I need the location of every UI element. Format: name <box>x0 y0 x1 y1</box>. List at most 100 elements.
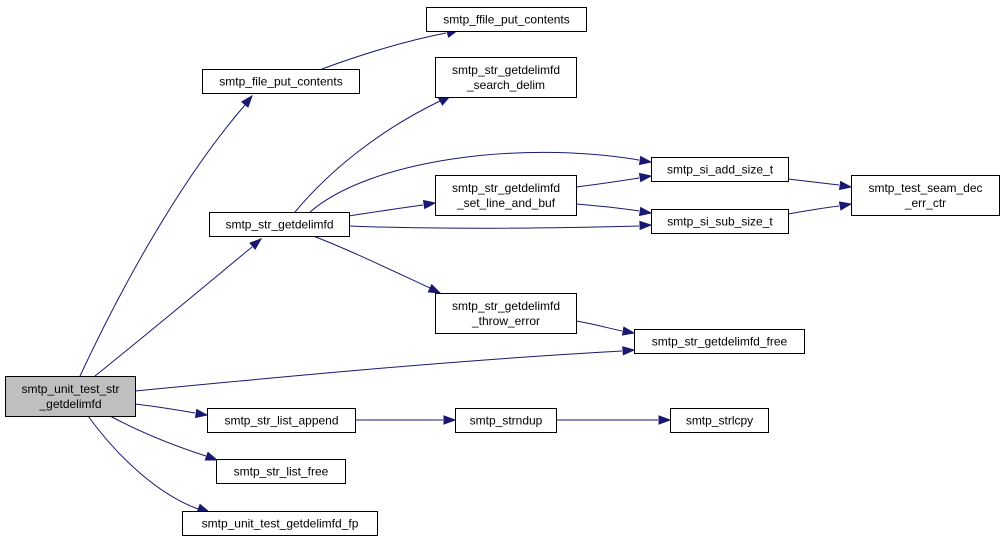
node-box[interactable] <box>455 408 557 433</box>
edge-line <box>787 205 840 215</box>
edge-getdelimfd-to-throw_error <box>312 235 442 294</box>
node-label: _search_delim <box>466 78 545 92</box>
node-box[interactable] <box>435 175 577 216</box>
edge-throw_error-to-free <box>575 320 636 336</box>
node-label: smtp_test_seam_dec <box>868 181 982 195</box>
edge-line <box>109 415 207 457</box>
edge-line <box>321 32 447 70</box>
node-label: smtp_strndup <box>470 414 543 428</box>
edge-arrowhead <box>639 220 653 231</box>
edge-root-to-free <box>134 346 636 392</box>
edge-arrowhead <box>658 415 672 425</box>
node-box[interactable] <box>435 57 577 98</box>
node-throw-error[interactable]: smtp_str_getdelimfd_throw_error <box>435 293 577 334</box>
node-label: _set_line_and_buf <box>456 196 556 210</box>
node-list-free[interactable]: smtp_str_list_free <box>216 459 346 484</box>
edge-line <box>309 151 640 213</box>
edge-arrowhead <box>621 326 636 336</box>
node-box[interactable] <box>670 408 769 433</box>
edge-line <box>87 415 199 510</box>
node-strndup[interactable]: smtp_strndup <box>455 408 557 433</box>
edge-arrowhead <box>427 283 442 294</box>
node-label: smtp_str_getdelimfd <box>452 181 560 195</box>
node-box[interactable] <box>634 329 805 354</box>
edge-line <box>134 350 623 392</box>
node-box[interactable] <box>207 408 356 433</box>
node-box[interactable] <box>216 459 346 484</box>
node-search-delim[interactable]: smtp_str_getdelimfd_search_delim <box>435 57 577 98</box>
node-label: smtp_strlcpy <box>686 414 753 428</box>
edge-root-to-getdelimfd <box>94 238 263 377</box>
edge-getdelimfd-to-search_delim <box>294 95 452 213</box>
node-box[interactable] <box>651 209 789 234</box>
edge-root-to-list_free <box>109 415 219 461</box>
edge-arrowhead <box>422 199 437 210</box>
edge-root-to-getdelimfd_fp <box>87 415 211 513</box>
edge-arrowhead <box>622 346 636 356</box>
edge-line <box>348 225 640 229</box>
node-box[interactable] <box>209 212 350 237</box>
node-label: smtp_unit_test_str <box>21 382 119 396</box>
edge-line <box>575 320 623 332</box>
edge-arrowhead <box>204 451 219 461</box>
edge-arrowhead <box>240 94 253 108</box>
node-seam[interactable]: smtp_test_seam_dec_err_ctr <box>851 175 1000 216</box>
edge-line <box>348 204 424 217</box>
node-box[interactable] <box>5 376 136 417</box>
node-label: smtp_str_list_append <box>224 414 338 428</box>
node-getdelimfd-fp[interactable]: smtp_unit_test_getdelimfd_fp <box>182 511 378 536</box>
node-list-append[interactable]: smtp_str_list_append <box>207 408 356 433</box>
node-label: _throw_error <box>471 314 540 328</box>
node-label: smtp_str_getdelimfd <box>452 299 560 313</box>
edge-arrowhead <box>194 408 209 419</box>
node-add-size[interactable]: smtp_si_add_size_t <box>651 157 789 182</box>
edge-arrowhead <box>443 415 457 425</box>
edge-getdelimfd-to-sub_size <box>348 220 653 231</box>
node-getdelimfd[interactable]: smtp_str_getdelimfd <box>209 212 350 237</box>
edge-arrowhead <box>838 201 853 211</box>
node-strlcpy[interactable]: smtp_strlcpy <box>670 408 769 433</box>
edge-add_size-to-seam <box>787 178 853 191</box>
node-box[interactable] <box>426 7 587 32</box>
edge-arrowhead <box>638 155 653 166</box>
edge-list_append-to-strndup <box>354 415 457 425</box>
edge-line <box>787 178 840 186</box>
node-set-line[interactable]: smtp_str_getdelimfd_set_line_and_buf <box>435 175 577 216</box>
node-box[interactable] <box>435 293 577 334</box>
node-label: smtp_si_add_size_t <box>667 163 774 177</box>
node-free[interactable]: smtp_str_getdelimfd_free <box>634 329 805 354</box>
node-label: _err_ctr <box>904 196 946 210</box>
edge-arrowhead <box>196 503 211 513</box>
node-root[interactable]: smtp_unit_test_str_getdelimfd <box>5 376 136 417</box>
edge-getdelimfd-to-set_line <box>348 199 437 217</box>
node-box[interactable] <box>182 511 378 536</box>
edge-set_line-to-add_size <box>575 172 653 188</box>
node-file-put[interactable]: smtp_file_put_contents <box>202 69 360 94</box>
node-sub-size[interactable]: smtp_si_sub_size_t <box>651 209 789 234</box>
node-box[interactable] <box>651 157 789 182</box>
node-box[interactable] <box>202 69 360 94</box>
node-label: smtp_ffile_put_contents <box>443 13 570 27</box>
edge-getdelimfd-to-add_size <box>309 151 653 213</box>
node-label: smtp_unit_test_getdelimfd_fp <box>202 517 359 531</box>
node-ffile-put[interactable]: smtp_ffile_put_contents <box>426 7 587 32</box>
edge-set_line-to-sub_size <box>575 203 653 217</box>
edge-line <box>575 177 640 188</box>
node-label: smtp_str_getdelimfd_free <box>652 335 788 349</box>
edge-line <box>294 100 441 213</box>
node-box[interactable] <box>851 175 1000 216</box>
node-label: smtp_str_getdelimfd <box>225 218 333 232</box>
edge-line <box>94 246 253 377</box>
node-label: smtp_si_sub_size_t <box>667 215 773 229</box>
node-label: smtp_str_getdelimfd <box>452 63 560 77</box>
edge-sub_size-to-seam <box>787 201 853 215</box>
edge-strndup-to-strlcpy <box>555 415 672 425</box>
edge-line <box>134 403 196 414</box>
edge-root-to-file_put <box>79 94 253 377</box>
node-label: _getdelimfd <box>38 397 101 411</box>
edge-arrowhead <box>638 172 653 183</box>
edges-layer <box>79 28 853 513</box>
edge-line <box>575 203 640 212</box>
edge-root-to-list_append <box>134 403 209 419</box>
